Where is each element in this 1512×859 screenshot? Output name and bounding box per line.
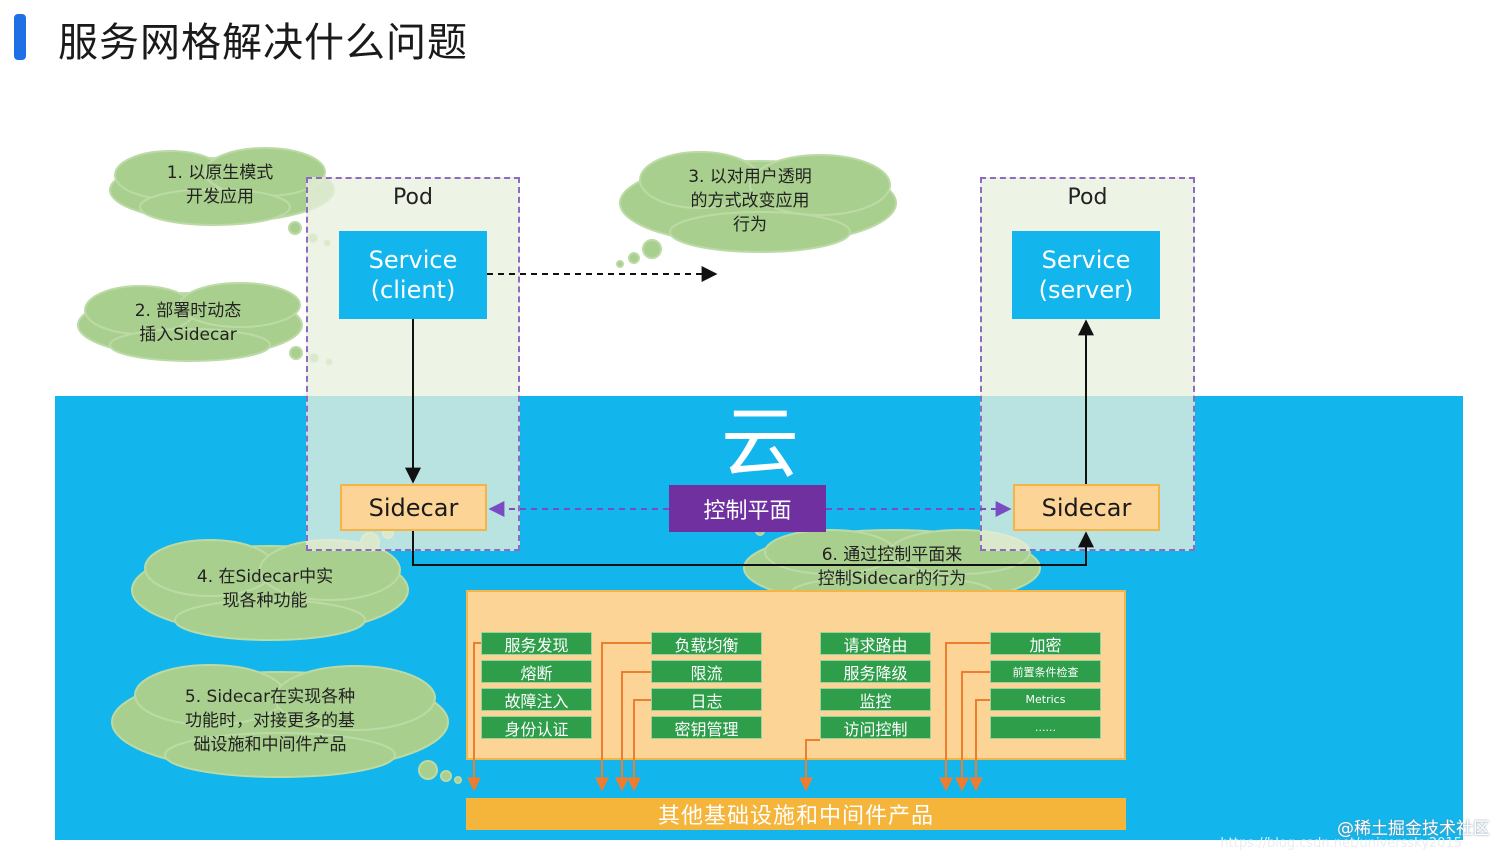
service-role: (client) <box>370 276 456 304</box>
function-item: 服务发现 <box>481 632 592 655</box>
sidecar-left: Sidecar <box>340 484 487 531</box>
function-item: 密钥管理 <box>651 716 762 739</box>
infrastructure-bar: 其他基础设施和中间件产品 <box>466 798 1126 830</box>
function-item: ...... <box>990 716 1101 739</box>
thought-bubble-3 <box>616 151 897 268</box>
function-item: 日志 <box>651 688 762 711</box>
bubble-text-1: 1. 以原生模式开发应用 <box>166 163 274 207</box>
function-item: 服务降级 <box>820 660 931 683</box>
function-item: 故障注入 <box>481 688 592 711</box>
function-item: 负载均衡 <box>651 632 762 655</box>
sidecar-right: Sidecar <box>1013 484 1160 531</box>
title-accent-bar <box>14 14 26 60</box>
bubble-text-3: 3. 以对用户透明的方式改变应用行为 <box>688 167 812 235</box>
function-item: 前置条件检查 <box>990 660 1101 683</box>
pod-label: Pod <box>393 185 433 210</box>
service-client: Service (client) <box>339 231 487 319</box>
control-plane: 控制平面 <box>669 485 826 532</box>
thought-bubble-5 <box>111 664 462 784</box>
bubble-text-4: 4. 在Sidecar中实现各种功能 <box>196 567 334 611</box>
cloud-label: 云 <box>720 399 799 489</box>
function-item: 限流 <box>651 660 762 683</box>
bubble-text-5: 5. Sidecar在实现各种功能时，对接更多的基础设施和中间件产品 <box>184 687 356 755</box>
pod-label: Pod <box>1067 185 1108 210</box>
function-item: 加密 <box>990 632 1101 655</box>
bubble-text-2: 2. 部署时动态插入Sidecar <box>134 301 242 345</box>
thought-bubble-2 <box>77 282 333 366</box>
service-server: Service (server) <box>1012 231 1160 319</box>
function-item: Metrics <box>990 688 1101 711</box>
function-item: 熔断 <box>481 660 592 683</box>
watermark: @稀土掘金技术社区 <box>1337 819 1490 839</box>
page-title: 服务网格解决什么问题 <box>58 20 468 66</box>
function-item: 身份认证 <box>481 716 592 739</box>
service-role: (server) <box>1038 276 1134 304</box>
function-item: 访问控制 <box>820 716 931 739</box>
bubble-text-6: 6. 通过控制平面来控制Sidecar的行为 <box>817 545 967 589</box>
function-item: 请求路由 <box>820 632 931 655</box>
service-name: Service <box>1041 246 1131 274</box>
function-item: 监控 <box>820 688 931 711</box>
watermark-url: https://blog.csdn.net/universsky2015 <box>1220 836 1462 851</box>
service-name: Service <box>368 246 458 274</box>
